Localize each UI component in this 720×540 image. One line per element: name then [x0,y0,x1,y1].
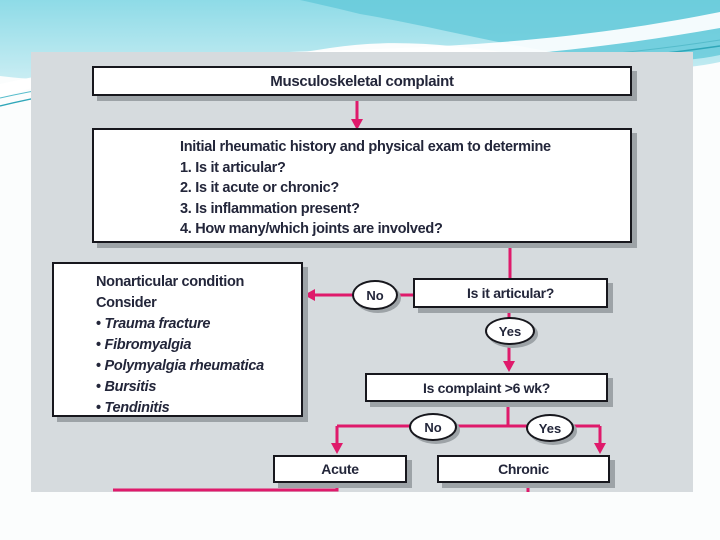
exam-item-4: 4. How many/which joints are involved? [180,221,443,237]
node-musculoskeletal-complaint-label: Musculoskeletal complaint [270,72,454,90]
node-chronic-label: Chronic [498,461,549,477]
oval-no-articular: No [352,280,398,310]
node-acute: Acute [273,455,407,483]
exam-item-2: 2. Is it acute or chronic? [180,180,339,196]
oval-no-duration: No [409,413,457,441]
exam-title: Initial rheumatic history and physical e… [180,139,551,155]
node-complaint-duration: Is complaint >6 wk? [365,373,608,402]
oval-no-articular-label: No [366,287,384,303]
oval-no-duration-label: No [424,419,442,435]
oval-yes-articular-label: Yes [498,323,522,339]
exam-item-3: 3. Is inflammation present? [180,200,360,217]
node-is-it-articular-label: Is it articular? [466,285,554,301]
node-exam: Initial rheumatic history and physical e… [92,128,632,243]
nonarticular-item-1: Trauma fracture [96,314,295,335]
node-musculoskeletal-complaint: Musculoskeletal complaint [92,66,632,96]
oval-yes-duration-label: Yes [538,420,562,436]
nonarticular-item-5: Tendinitis [96,398,295,419]
node-complaint-duration-label: Is complaint >6 wk? [423,379,550,396]
nonarticular-subtitle: Consider [96,295,157,311]
nonarticular-item-2: Fibromyalgia [96,335,295,356]
node-nonarticular: Nonarticular condition Consider Trauma f… [52,262,303,417]
wave-fill-dark [300,0,720,62]
node-acute-label: Acute [321,461,359,477]
oval-yes-articular: Yes [485,317,535,345]
node-chronic: Chronic [437,455,610,483]
oval-yes-duration: Yes [526,414,574,442]
nonarticular-item-3: Polymyalgia rheumatica [96,356,295,377]
nonarticular-item-4: Bursitis [96,377,295,398]
nonarticular-title: Nonarticular condition [96,274,245,290]
node-is-it-articular: Is it articular? [413,278,608,308]
exam-item-1: 1. Is it articular? [180,159,286,176]
